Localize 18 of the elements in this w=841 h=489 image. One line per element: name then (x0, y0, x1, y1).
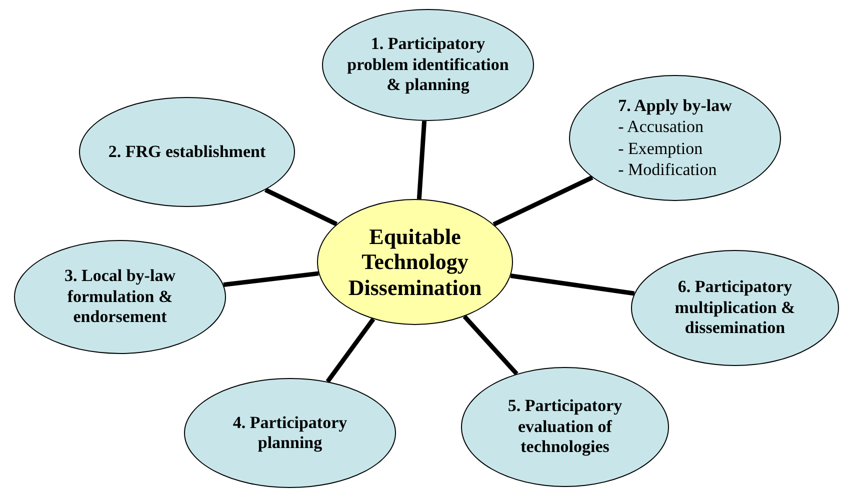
connector-line (326, 318, 376, 383)
step-title: 7. Apply by-law (618, 96, 732, 116)
connector-line (223, 271, 319, 287)
step-title: Equitable Technology Dissemination (347, 224, 483, 300)
step-title: 3. Local by-law formulation & endorsement (64, 266, 176, 328)
connector-line (264, 188, 338, 226)
connector-line (492, 175, 594, 226)
list-item: - Exemption (618, 138, 703, 159)
step-title: 6. Participatory multiplication & dissemination (674, 277, 796, 339)
list-item: - Modification (618, 158, 717, 180)
connector-line (462, 314, 518, 376)
connector-line (416, 120, 427, 200)
list-item: - Accusation (618, 116, 704, 138)
step-title: 5. Participatory evaluation of technologies (506, 396, 624, 458)
step-title: 2. FRG establishment (107, 142, 267, 162)
connector-line (510, 274, 635, 296)
step-title: 1. Participatory problem identification & planning (346, 34, 510, 96)
step-title: 4. Participatory planning (232, 412, 348, 454)
